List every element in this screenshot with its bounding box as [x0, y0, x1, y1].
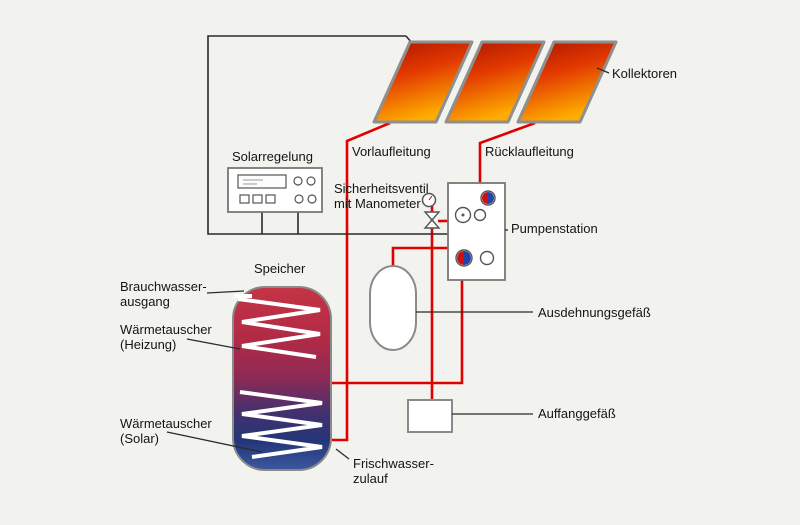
- label-ruecklaufleitung: Rücklaufleitung: [485, 144, 574, 159]
- collector-panel-1: [372, 40, 474, 124]
- vorlauf-pipe: [332, 121, 391, 442]
- flow-gauge-top-red: [482, 192, 488, 204]
- pointer-brauchwasser: [206, 290, 245, 294]
- label-sicherheitsventil-line2: mit Manometer: [334, 196, 421, 211]
- label-auffanggefaess: Auffanggefäß: [538, 406, 616, 421]
- expansion-vessel: [369, 265, 417, 351]
- controller-button-1: [239, 194, 250, 204]
- manometer-needle: [428, 195, 433, 201]
- controller-display: [237, 174, 287, 189]
- thermometer-gauge-2: [473, 208, 487, 222]
- controller-button-5: [307, 194, 317, 204]
- pointer-kollektoren: [596, 67, 610, 74]
- controller-buttons: [239, 194, 317, 204]
- control-wires: [207, 35, 448, 235]
- display-text-lines: [243, 179, 263, 185]
- label-waermetauscher-heizung-line1: Wärmetauscher: [120, 322, 212, 337]
- pointer-lines: [166, 67, 610, 460]
- valve-upper-triangle: [423, 211, 441, 222]
- pump-dial: [479, 250, 495, 266]
- label-brauchwasser-line2: ausgang: [120, 294, 170, 309]
- flow-gauge-top-blue: [488, 192, 494, 204]
- label-ausdehnungsgefaess: Ausdehnungsgefäß: [538, 305, 651, 320]
- pipe-network: [332, 121, 536, 442]
- label-waermetauscher-solar-line1: Wärmetauscher: [120, 416, 212, 431]
- label-speicher: Speicher: [254, 261, 306, 276]
- label-frischwasser-line1: Frischwasser-: [353, 456, 434, 471]
- collector-panel-3: [516, 40, 618, 124]
- thermometer-gauge-1-center: [461, 213, 465, 217]
- pump-to-tank-pipe: [332, 280, 464, 385]
- controller-button-4: [294, 194, 304, 204]
- collector-panel-2: [444, 40, 546, 124]
- safety-valve-assembly: [421, 192, 441, 229]
- label-waermetauscher-solar: Wärmetauscher (Solar): [120, 416, 212, 446]
- controller-button-2: [252, 194, 263, 204]
- label-frischwasser: Frischwasser- zulauf: [353, 456, 434, 486]
- label-pumpenstation: Pumpenstation: [511, 221, 598, 236]
- label-brauchwasser: Brauchwasser- ausgang: [120, 279, 207, 309]
- pump-station-box: [447, 182, 506, 281]
- pump-gauge-red: [457, 251, 464, 265]
- label-vorlaufleitung: Vorlaufleitung: [352, 144, 431, 159]
- label-solarregelung: Solarregelung: [232, 149, 313, 164]
- pointer-waermetauscher-solar: [166, 431, 263, 453]
- ruecklauf-pipe: [478, 121, 536, 185]
- label-waermetauscher-solar-line2: (Solar): [120, 431, 160, 446]
- label-waermetauscher-heizung: Wärmetauscher (Heizung): [120, 322, 212, 352]
- controller-knob-1: [293, 176, 303, 186]
- catch-vessel: [407, 399, 453, 433]
- label-brauchwasser-line1: Brauchwasser-: [120, 279, 207, 294]
- pointer-frischwasser: [335, 448, 350, 460]
- expansion-vessel-pipe: [391, 246, 448, 266]
- solar-coil: [239, 390, 323, 459]
- label-waermetauscher-heizung-line2: (Heizung): [120, 337, 177, 352]
- tank-coils: [234, 294, 323, 459]
- solar-controller: [227, 167, 323, 213]
- valve-lower-triangle: [423, 218, 441, 229]
- controller-knob-2: [306, 176, 316, 186]
- label-sicherheitsventil-line1: Sicherheitsventil: [334, 181, 429, 196]
- label-sicherheitsventil: Sicherheitsventil mit Manometer: [334, 181, 429, 211]
- label-frischwasser-line2: zulauf: [353, 471, 388, 486]
- label-kollektoren: Kollektoren: [612, 66, 678, 81]
- pump-gauge-blue: [464, 251, 471, 265]
- collector-array: [372, 40, 618, 124]
- storage-tank: [232, 286, 332, 471]
- pointer-waermetauscher-heizung: [186, 338, 241, 350]
- controller-button-3: [265, 194, 276, 204]
- sensor-wire: [207, 35, 448, 235]
- pump-station: [447, 182, 506, 281]
- heating-coil: [237, 297, 321, 359]
